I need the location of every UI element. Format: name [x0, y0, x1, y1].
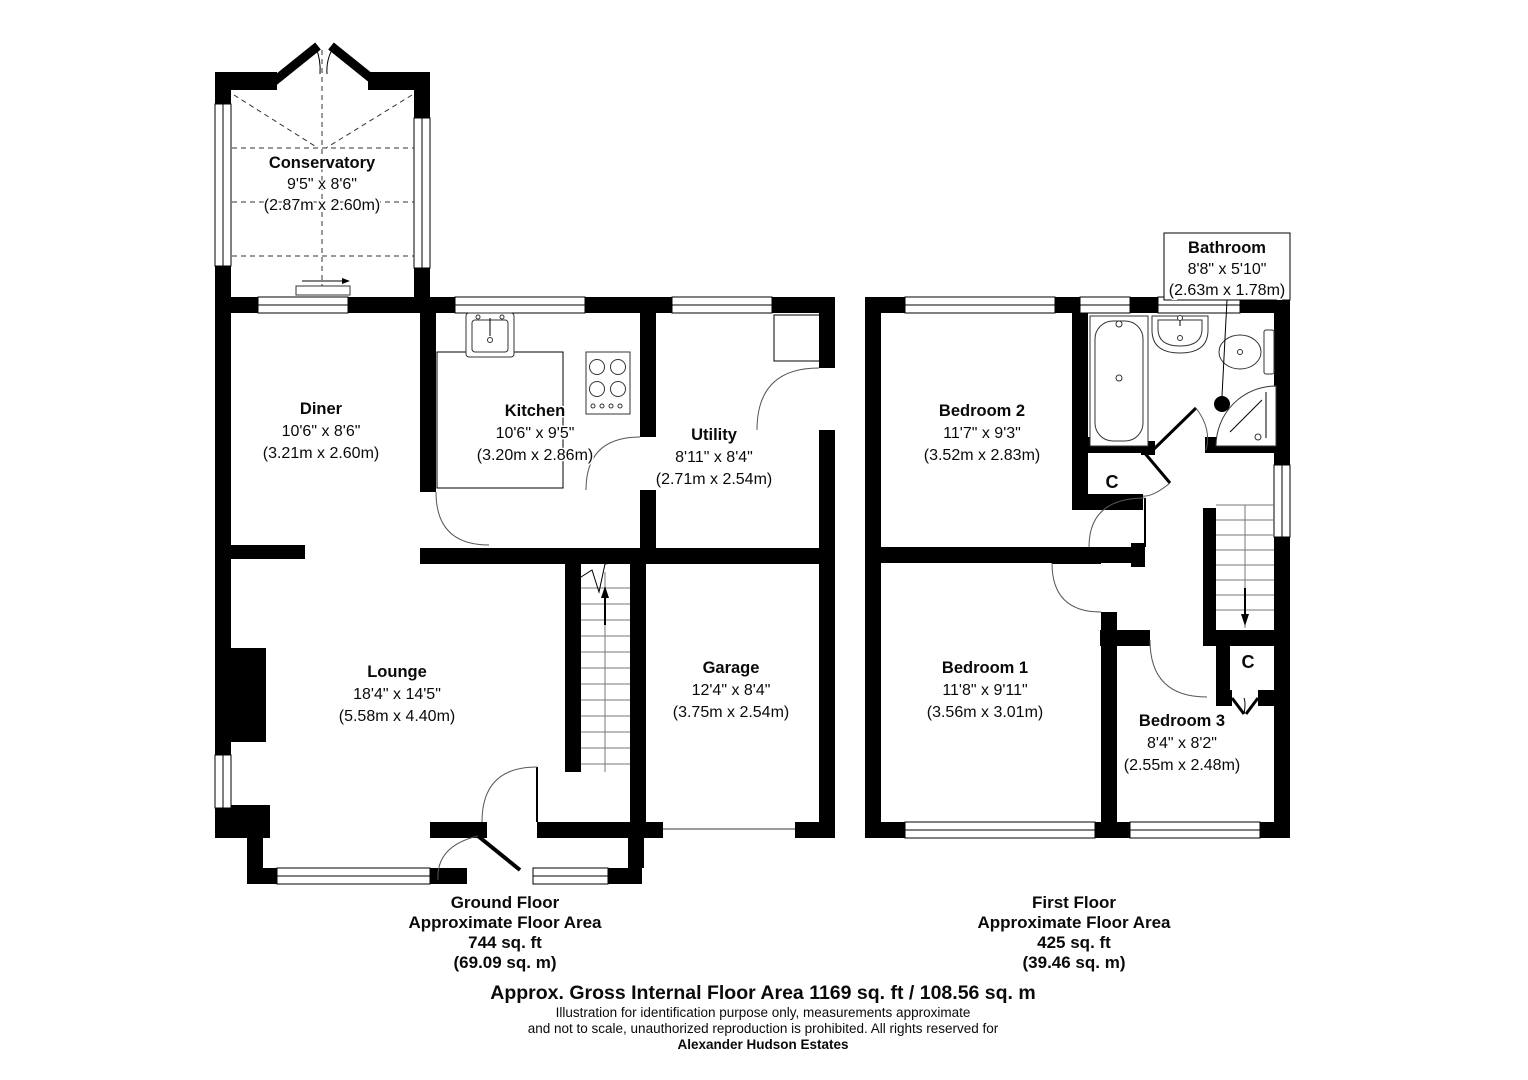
ground-room-labels: Conservatory 9'5" x 8'6" (2.87m x 2.60m)… [261, 153, 790, 727]
bathroom-label-box: Bathroom 8'8" x 5'10" (2.63m x 1.78m) [1163, 232, 1291, 301]
lounge-dim-m: (5.58m x 4.40m) [339, 708, 455, 725]
first-room-labels: Bedroom 2 11'7" x 9'3" (3.52m x 2.83m) B… [922, 401, 1256, 776]
bedroom2-door [1088, 497, 1146, 548]
ground-walls [215, 297, 835, 884]
kitchen-dim-m: (3.20m x 2.86m) [477, 447, 593, 464]
ground-summary-line3: 744 sq. ft [468, 933, 542, 952]
gross-area-text: Approx. Gross Internal Floor Area 1169 s… [490, 982, 1035, 1004]
utility-unit [773, 314, 821, 362]
bathroom-fixtures [1089, 299, 1277, 447]
label-leader-line [1221, 299, 1228, 397]
ground-windows [214, 296, 773, 885]
kitchen-fixtures [436, 312, 821, 489]
up-arrow-icon [601, 586, 609, 598]
ground-doors [435, 367, 820, 881]
bedroom3-door [1149, 639, 1208, 698]
ground-floor-plan: Conservatory 9'5" x 8'6" (2.87m x 2.60m)… [214, 42, 835, 974]
bedroom2-label: Bedroom 2 [939, 402, 1025, 420]
diner-kitchen-door [435, 491, 490, 546]
bathroom-label: Bathroom [1188, 239, 1266, 257]
room-conservatory [214, 42, 431, 314]
utility-label: Utility [691, 426, 738, 444]
hob-icon [585, 351, 631, 415]
diner-dim-m: (3.21m x 2.60m) [263, 445, 379, 462]
utility-entry-door [756, 367, 820, 431]
bathroom-door [1151, 406, 1209, 452]
footer: Approx. Gross Internal Floor Area 1169 s… [489, 981, 1037, 1054]
ground-summary-line4: (69.09 sq. m) [454, 953, 557, 972]
utility-dim-ft: 8'11" x 8'4" [675, 449, 753, 466]
bedroom1-dim-m: (3.56m x 3.01m) [927, 704, 1043, 721]
diner-label: Diner [300, 400, 343, 418]
first-summary-line3: 425 sq. ft [1037, 933, 1111, 952]
kitchen-hall-door [585, 436, 641, 491]
bedroom1-dim-ft: 11'8" x 9'11" [942, 682, 1027, 699]
bedroom1-door [1051, 562, 1102, 613]
disclaimer-line2: and not to scale, unauthorized reproduct… [528, 1021, 999, 1036]
conservatory-dim-ft: 9'5" x 8'6" [287, 176, 357, 193]
first-summary-line2: Approximate Floor Area [977, 913, 1171, 932]
kitchen-label: Kitchen [505, 402, 566, 420]
bedroom1-label: Bedroom 1 [942, 659, 1028, 677]
first-summary-line4: (39.46 sq. m) [1023, 953, 1126, 972]
bedroom2-dim-ft: 11'7" x 9'3" [943, 425, 1021, 442]
down-arrow-icon [1241, 614, 1249, 626]
diner-dim-ft: 10'6" x 8'6" [282, 423, 361, 440]
stair-break-line [566, 559, 631, 594]
conservatory-window [214, 103, 431, 269]
utility-dim-m: (2.71m x 2.54m) [656, 471, 772, 488]
disclaimer-line1: Illustration for identification purpose … [556, 1005, 971, 1020]
bathroom-dim-m: (2.63m x 1.78m) [1169, 282, 1285, 299]
kitchen-sink-icon [465, 312, 515, 358]
bedroom3-dim-ft: 8'4" x 8'2" [1147, 735, 1217, 752]
conservatory-dim-m: (2.87m x 2.60m) [264, 197, 380, 214]
company-name: Alexander Hudson Estates [677, 1037, 848, 1052]
garage-dim-m: (3.75m x 2.54m) [673, 704, 789, 721]
first-windows [904, 296, 1291, 839]
closet1-label: C [1106, 472, 1119, 492]
front-door [437, 834, 522, 881]
lounge-door [481, 766, 538, 823]
conservatory-roof-dashes [232, 50, 414, 295]
first-floor-plan: Bathroom 8'8" x 5'10" (2.63m x 1.78m) Be… [865, 232, 1291, 974]
lounge-label: Lounge [367, 663, 427, 681]
ground-summary-line2: Approximate Floor Area [408, 913, 602, 932]
closet1-door [1141, 450, 1172, 497]
bathroom-dim-ft: 8'8" x 5'10" [1188, 261, 1267, 278]
chimney-breast [215, 648, 266, 742]
toilet-icon [1218, 329, 1275, 375]
closet2-label: C [1242, 652, 1255, 672]
garage-dim-ft: 12'4" x 8'4" [692, 682, 771, 699]
garage-label: Garage [703, 659, 760, 677]
label-leader-dot [1214, 396, 1230, 412]
staircase-down [1216, 504, 1274, 628]
closet2-doors [1230, 697, 1260, 715]
ground-floor-summary: Ground Floor Approximate Floor Area 744 … [407, 892, 604, 974]
bathtub-icon [1089, 315, 1149, 447]
first-floor-summary: First Floor Approximate Floor Area 425 s… [976, 892, 1173, 974]
sliding-door [257, 278, 351, 314]
bedroom3-dim-m: (2.55m x 2.48m) [1124, 757, 1240, 774]
ground-summary-line1: Ground Floor [451, 893, 560, 912]
staircase-up [566, 559, 631, 772]
bedroom2-dim-m: (3.52m x 2.83m) [924, 447, 1040, 464]
conservatory-label: Conservatory [269, 154, 376, 172]
first-summary-line1: First Floor [1032, 893, 1116, 912]
bedroom3-label: Bedroom 3 [1139, 712, 1225, 730]
bathroom-sink-icon [1151, 315, 1209, 354]
shower-icon [1215, 385, 1277, 447]
lounge-dim-ft: 18'4" x 14'5" [353, 686, 441, 703]
kitchen-dim-ft: 10'6" x 9'5" [496, 425, 575, 442]
first-doors [1051, 406, 1260, 715]
kitchen-counter [436, 351, 564, 489]
